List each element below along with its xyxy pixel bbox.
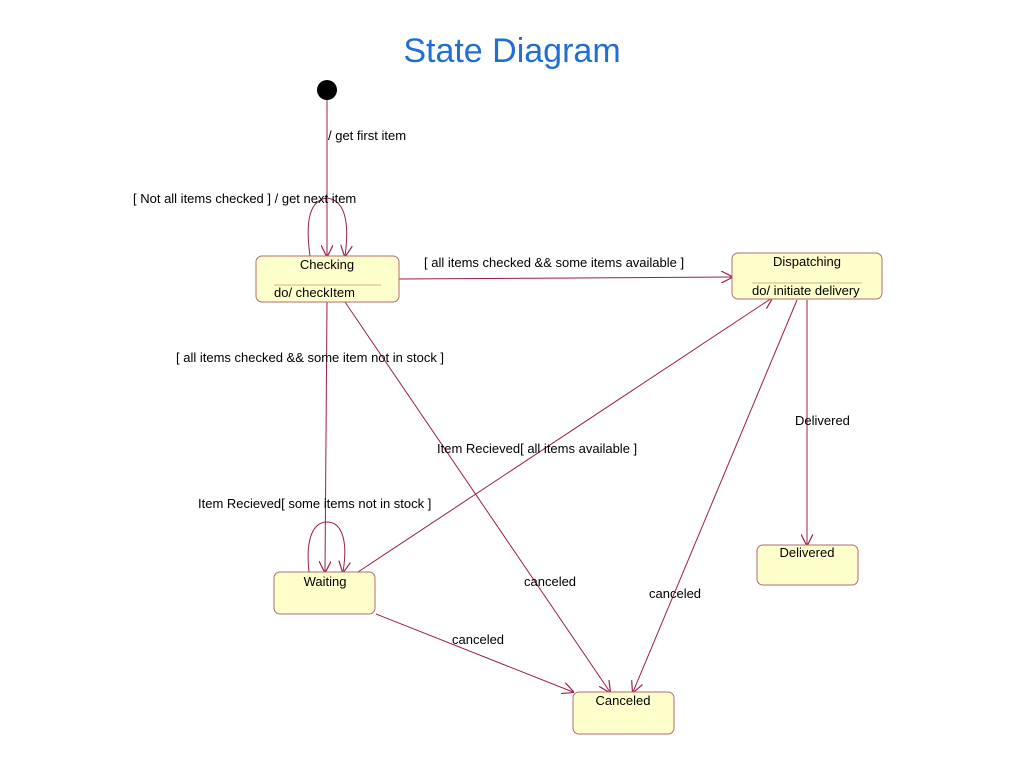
transition-checking-self [307, 197, 347, 256]
state-dispatching-action: do/ initiate delivery [752, 283, 860, 298]
state-waiting-label: Waiting [304, 574, 347, 589]
transition-dispatching-to-canceled-label: canceled [649, 586, 701, 601]
transition-waiting-to-canceled [375, 613, 573, 692]
transition-waiting-to-dispatching [357, 298, 772, 573]
transition-waiting-to-dispatching-label: Item Recieved[ all items available ] [437, 441, 637, 456]
state-canceled-label: Canceled [596, 693, 651, 708]
transition-waiting-self-label: Item Recieved[ some items not in stock ] [198, 496, 431, 511]
transition-checking-to-canceled-label: canceled [524, 574, 576, 589]
transition-dispatching-to-canceled [633, 299, 798, 692]
state-dispatching: Dispatching do/ initiate delivery [731, 252, 883, 300]
state-waiting: Waiting [273, 571, 376, 615]
state-checking: Checking do/ checkItem [255, 255, 400, 303]
transition-checking-self-label: [ Not all items checked ] / get next ite… [133, 191, 356, 206]
page-title: State Diagram [403, 32, 621, 70]
transition-waiting-to-canceled-label: canceled [452, 632, 504, 647]
state-checking-label: Checking [300, 257, 354, 272]
state-checking-action: do/ checkItem [274, 285, 355, 300]
initial-state-node [317, 80, 337, 100]
transition-checking-to-dispatching-label: [ all items checked && some items availa… [424, 255, 684, 270]
transition-checking-to-waiting [325, 301, 327, 572]
transition-dispatching-to-delivered-label: Delivered [795, 413, 850, 428]
state-delivered-label: Delivered [780, 545, 835, 560]
transition-checking-to-dispatching [398, 277, 732, 279]
transition-checking-to-canceled [344, 301, 610, 692]
state-delivered: Delivered [756, 544, 859, 586]
state-canceled: Canceled [572, 691, 675, 735]
transition-checking-to-waiting-label: [ all items checked && some item not in … [176, 350, 444, 365]
state-dispatching-label: Dispatching [773, 254, 841, 269]
transition-initial-to-checking-label: / get first item [328, 128, 406, 143]
transition-waiting-self [307, 521, 345, 572]
